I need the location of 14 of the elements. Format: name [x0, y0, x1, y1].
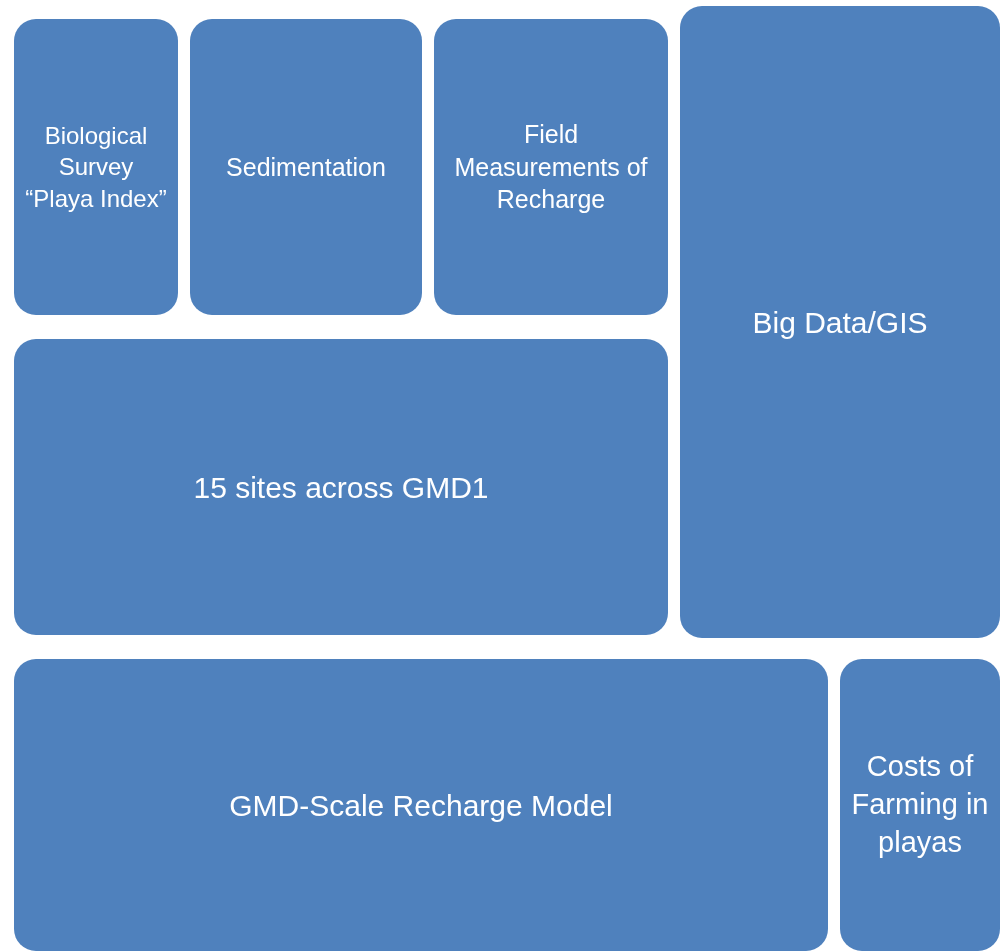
tile-label: GMD-Scale Recharge Model	[229, 787, 613, 824]
tile	[434, 19, 668, 315]
tile-label: Costs of Farming in playas	[850, 749, 990, 860]
tile-label: Sedimentation	[226, 151, 386, 183]
tile	[14, 339, 668, 635]
tile	[14, 659, 828, 951]
tile-label: Big Data/GIS	[752, 304, 928, 341]
tile-label: 15 sites across GMD1	[193, 469, 489, 506]
tile	[680, 6, 1000, 638]
tile	[840, 659, 1000, 951]
tile-label: Biological Survey “Playa Index”	[24, 121, 168, 214]
tile-label: Field Measurements of Recharge	[453, 119, 649, 216]
tile	[14, 19, 178, 315]
tile	[190, 19, 422, 315]
